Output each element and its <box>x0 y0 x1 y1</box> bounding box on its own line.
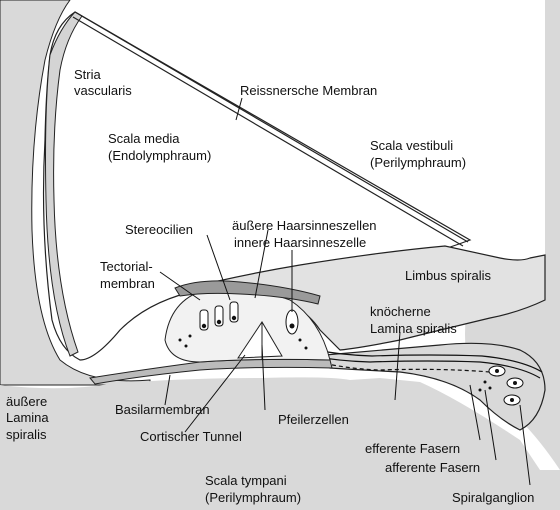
label-spiralganglion: Spiralganglion <box>452 490 534 505</box>
label-scala-media-2: (Endolymphraum) <box>108 148 211 163</box>
label-innere-haarsinneszelle: innere Haarsinneszelle <box>234 235 366 250</box>
label-scala-media-1: Scala media <box>108 131 180 146</box>
label-scala-vestibuli-2: (Perilymphraum) <box>370 155 466 170</box>
label-cortischer-tunnel: Cortischer Tunnel <box>140 429 242 444</box>
tectorial-membrane <box>174 280 321 305</box>
spiral-ganglion-cells <box>478 365 524 406</box>
label-scala-tympani-2: (Perilymphraum) <box>205 490 301 505</box>
label-pfeilerzellen: Pfeilerzellen <box>278 412 349 427</box>
stria-vascularis <box>45 11 83 357</box>
label-stereocilien: Stereocilien <box>125 222 193 237</box>
label-limbus: Limbus spiralis <box>405 268 491 283</box>
label-tectorial-2: membran <box>100 276 155 291</box>
label-stria-1: Stria <box>74 67 102 82</box>
label-aeussere-lamina-3: spiralis <box>6 427 47 442</box>
tunnel-of-corti <box>237 321 283 359</box>
reissner-membrane <box>72 11 469 247</box>
label-stria-2: vascularis <box>74 83 132 98</box>
label-knoecherne-2: Lamina spiralis <box>370 321 457 336</box>
label-efferente: efferente Fasern <box>365 441 460 456</box>
outer-hair-cells <box>199 301 239 331</box>
label-knoecherne-1: knöcherne <box>370 304 431 319</box>
label-afferente: afferente Fasern <box>385 460 480 475</box>
label-scala-tympani-1: Scala tympani <box>205 473 287 488</box>
label-aeussere-lamina-2: Lamina <box>6 410 49 425</box>
osseous-spiral-lamina <box>324 342 546 431</box>
inner-hair-cell <box>285 309 299 335</box>
label-reissner: Reissnersche Membran <box>240 83 377 98</box>
label-aeussere-haarsinneszellen: äußere Haarsinneszellen <box>232 218 377 233</box>
label-aeussere-lamina-1: äußere <box>6 394 47 409</box>
basilar-membrane <box>89 358 333 385</box>
label-scala-vestibuli-1: Scala vestibuli <box>370 138 453 153</box>
organ-of-corti <box>164 288 331 363</box>
scala-vestibuli-space <box>75 8 535 262</box>
label-tectorial-1: Tectorial- <box>100 259 153 274</box>
label-basilarmembran: Basilarmembran <box>115 402 210 417</box>
leader-lines <box>159 97 531 486</box>
